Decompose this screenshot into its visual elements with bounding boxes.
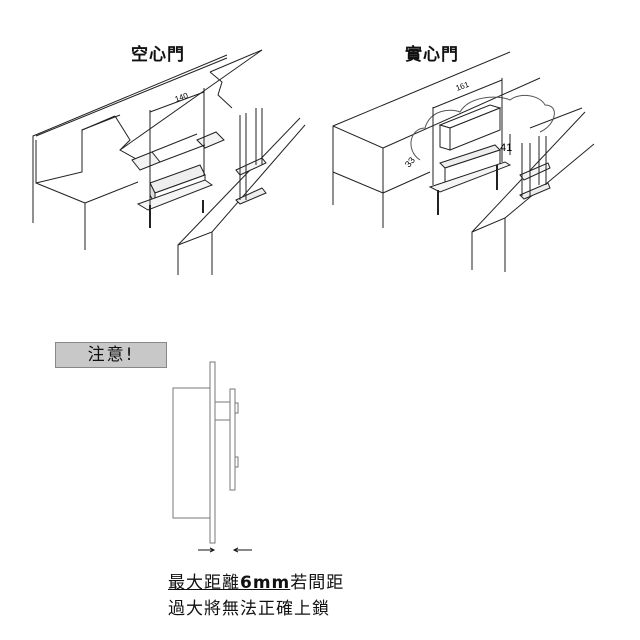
solid-dimension-depth: 33 <box>403 155 417 169</box>
warning-note-line2: 過大將無法正確上鎖 <box>168 599 330 619</box>
solid-dimension-width: 161 <box>455 80 471 93</box>
hollow-door-title: 空心門 <box>131 45 185 65</box>
solid-door-title: 實心門 <box>405 45 459 65</box>
solid-dimension-height: 41 <box>500 142 512 154</box>
cutout-cloud <box>410 94 555 161</box>
hollow-door-leaf <box>177 117 306 275</box>
warning-label: 注意! <box>55 342 167 368</box>
hollow-lock-body <box>131 88 225 228</box>
solid-lock-body <box>428 78 512 215</box>
max-distance-value: 6mm <box>240 573 291 593</box>
hollow-door-frame <box>32 49 263 250</box>
note-line1-rest: 若間距 <box>290 573 345 593</box>
max-distance-label: 最大距離 <box>168 573 240 593</box>
solid-strike-plate <box>519 136 551 200</box>
side-view-lock <box>172 361 239 544</box>
gap-arrows <box>198 547 252 553</box>
hollow-strike-plate <box>235 108 267 205</box>
hollow-dimension-width: 140 <box>174 91 190 104</box>
warning-note-line1: 最大距離6mm若間距 <box>168 568 344 593</box>
solid-door-frame <box>332 51 583 228</box>
